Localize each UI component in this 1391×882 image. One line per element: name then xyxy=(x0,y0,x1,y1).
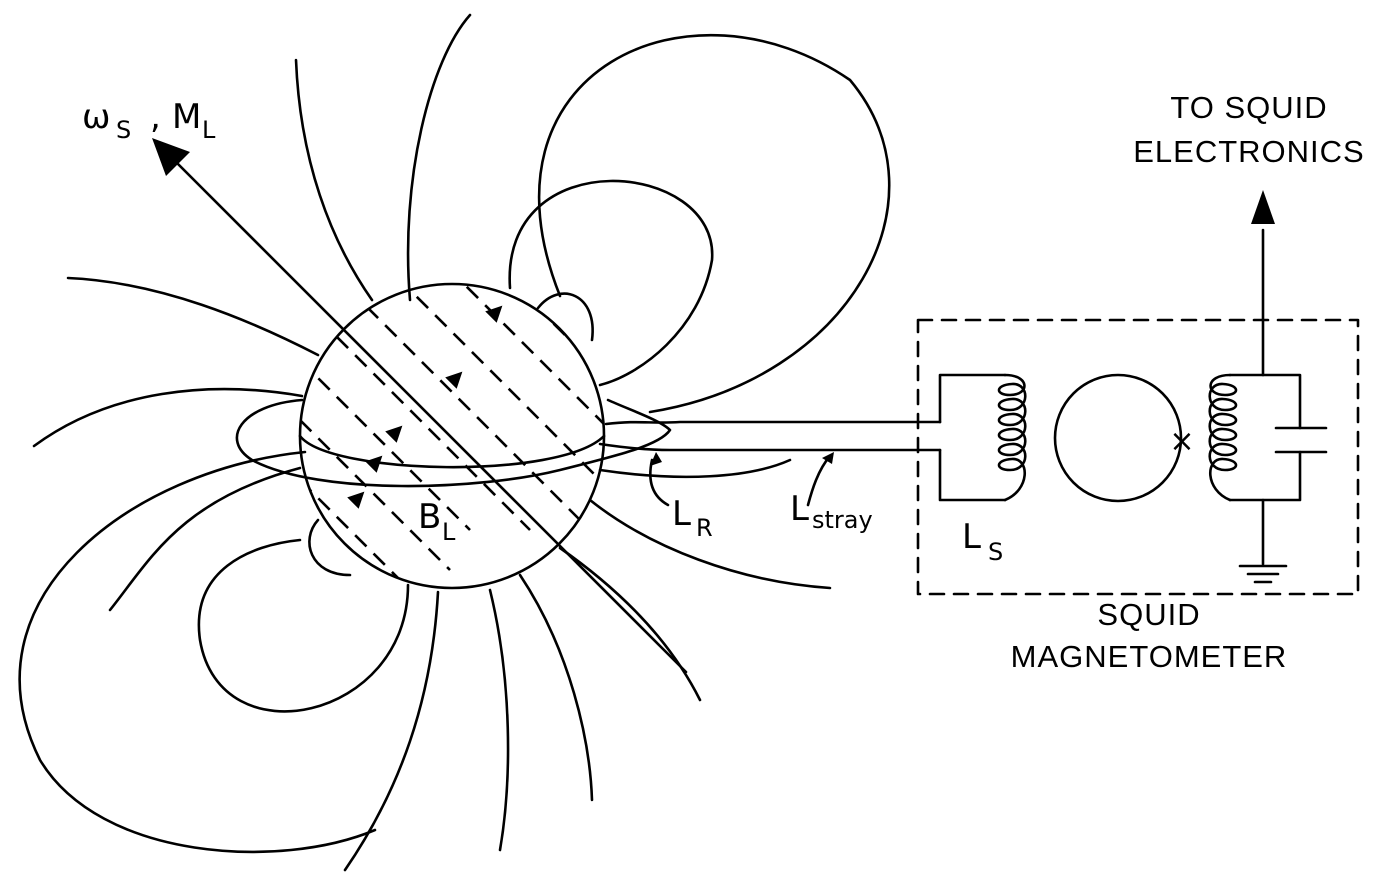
lr-pointer-head xyxy=(650,452,662,466)
svg-text:L: L xyxy=(790,489,809,529)
sphere-equator xyxy=(298,434,606,469)
rotor-sphere xyxy=(298,282,606,590)
tank-circuit xyxy=(1208,190,1328,584)
squid-ring xyxy=(1053,373,1183,503)
to-squid-label-line1: TO SQUID xyxy=(1170,90,1327,125)
spin-axis-arrow xyxy=(152,138,688,674)
squid-label-line2: MAGNETOMETER xyxy=(1011,639,1288,674)
field-lines xyxy=(18,13,891,872)
squid-label-line1: SQUID xyxy=(1097,597,1200,632)
readout-leads xyxy=(598,420,942,452)
label-ls: L S xyxy=(962,517,1003,566)
svg-text:L: L xyxy=(672,494,691,534)
internal-field-dashes xyxy=(300,284,604,588)
squid-magnetometer-box xyxy=(916,318,1360,596)
label-bl: B L xyxy=(418,497,456,546)
to-squid-label-line2: ELECTRONICS xyxy=(1133,134,1364,169)
lstray-pointer-head xyxy=(822,452,834,464)
label-lr: L R xyxy=(672,494,713,542)
svg-text:,: , xyxy=(150,97,161,137)
svg-text:stray: stray xyxy=(812,506,873,534)
pickup-coil xyxy=(938,373,1027,502)
svg-text:L: L xyxy=(962,517,981,557)
label-omega-m: ω S , M L xyxy=(82,97,216,144)
svg-text:L: L xyxy=(202,116,216,144)
output-arrow-head xyxy=(1251,190,1275,224)
lr-pointer xyxy=(648,458,670,507)
svg-text:B: B xyxy=(418,497,441,537)
lstray-pointer xyxy=(806,454,832,507)
svg-text:M: M xyxy=(172,97,201,137)
josephson-junction: × xyxy=(1169,424,1194,459)
svg-text:S: S xyxy=(988,538,1003,566)
label-lstray: L stray xyxy=(790,489,873,534)
svg-text:R: R xyxy=(696,514,713,542)
svg-text:L: L xyxy=(442,518,456,546)
field-arrowheads xyxy=(347,305,503,509)
svg-text:S: S xyxy=(116,116,131,144)
svg-text:ω: ω xyxy=(82,97,110,137)
